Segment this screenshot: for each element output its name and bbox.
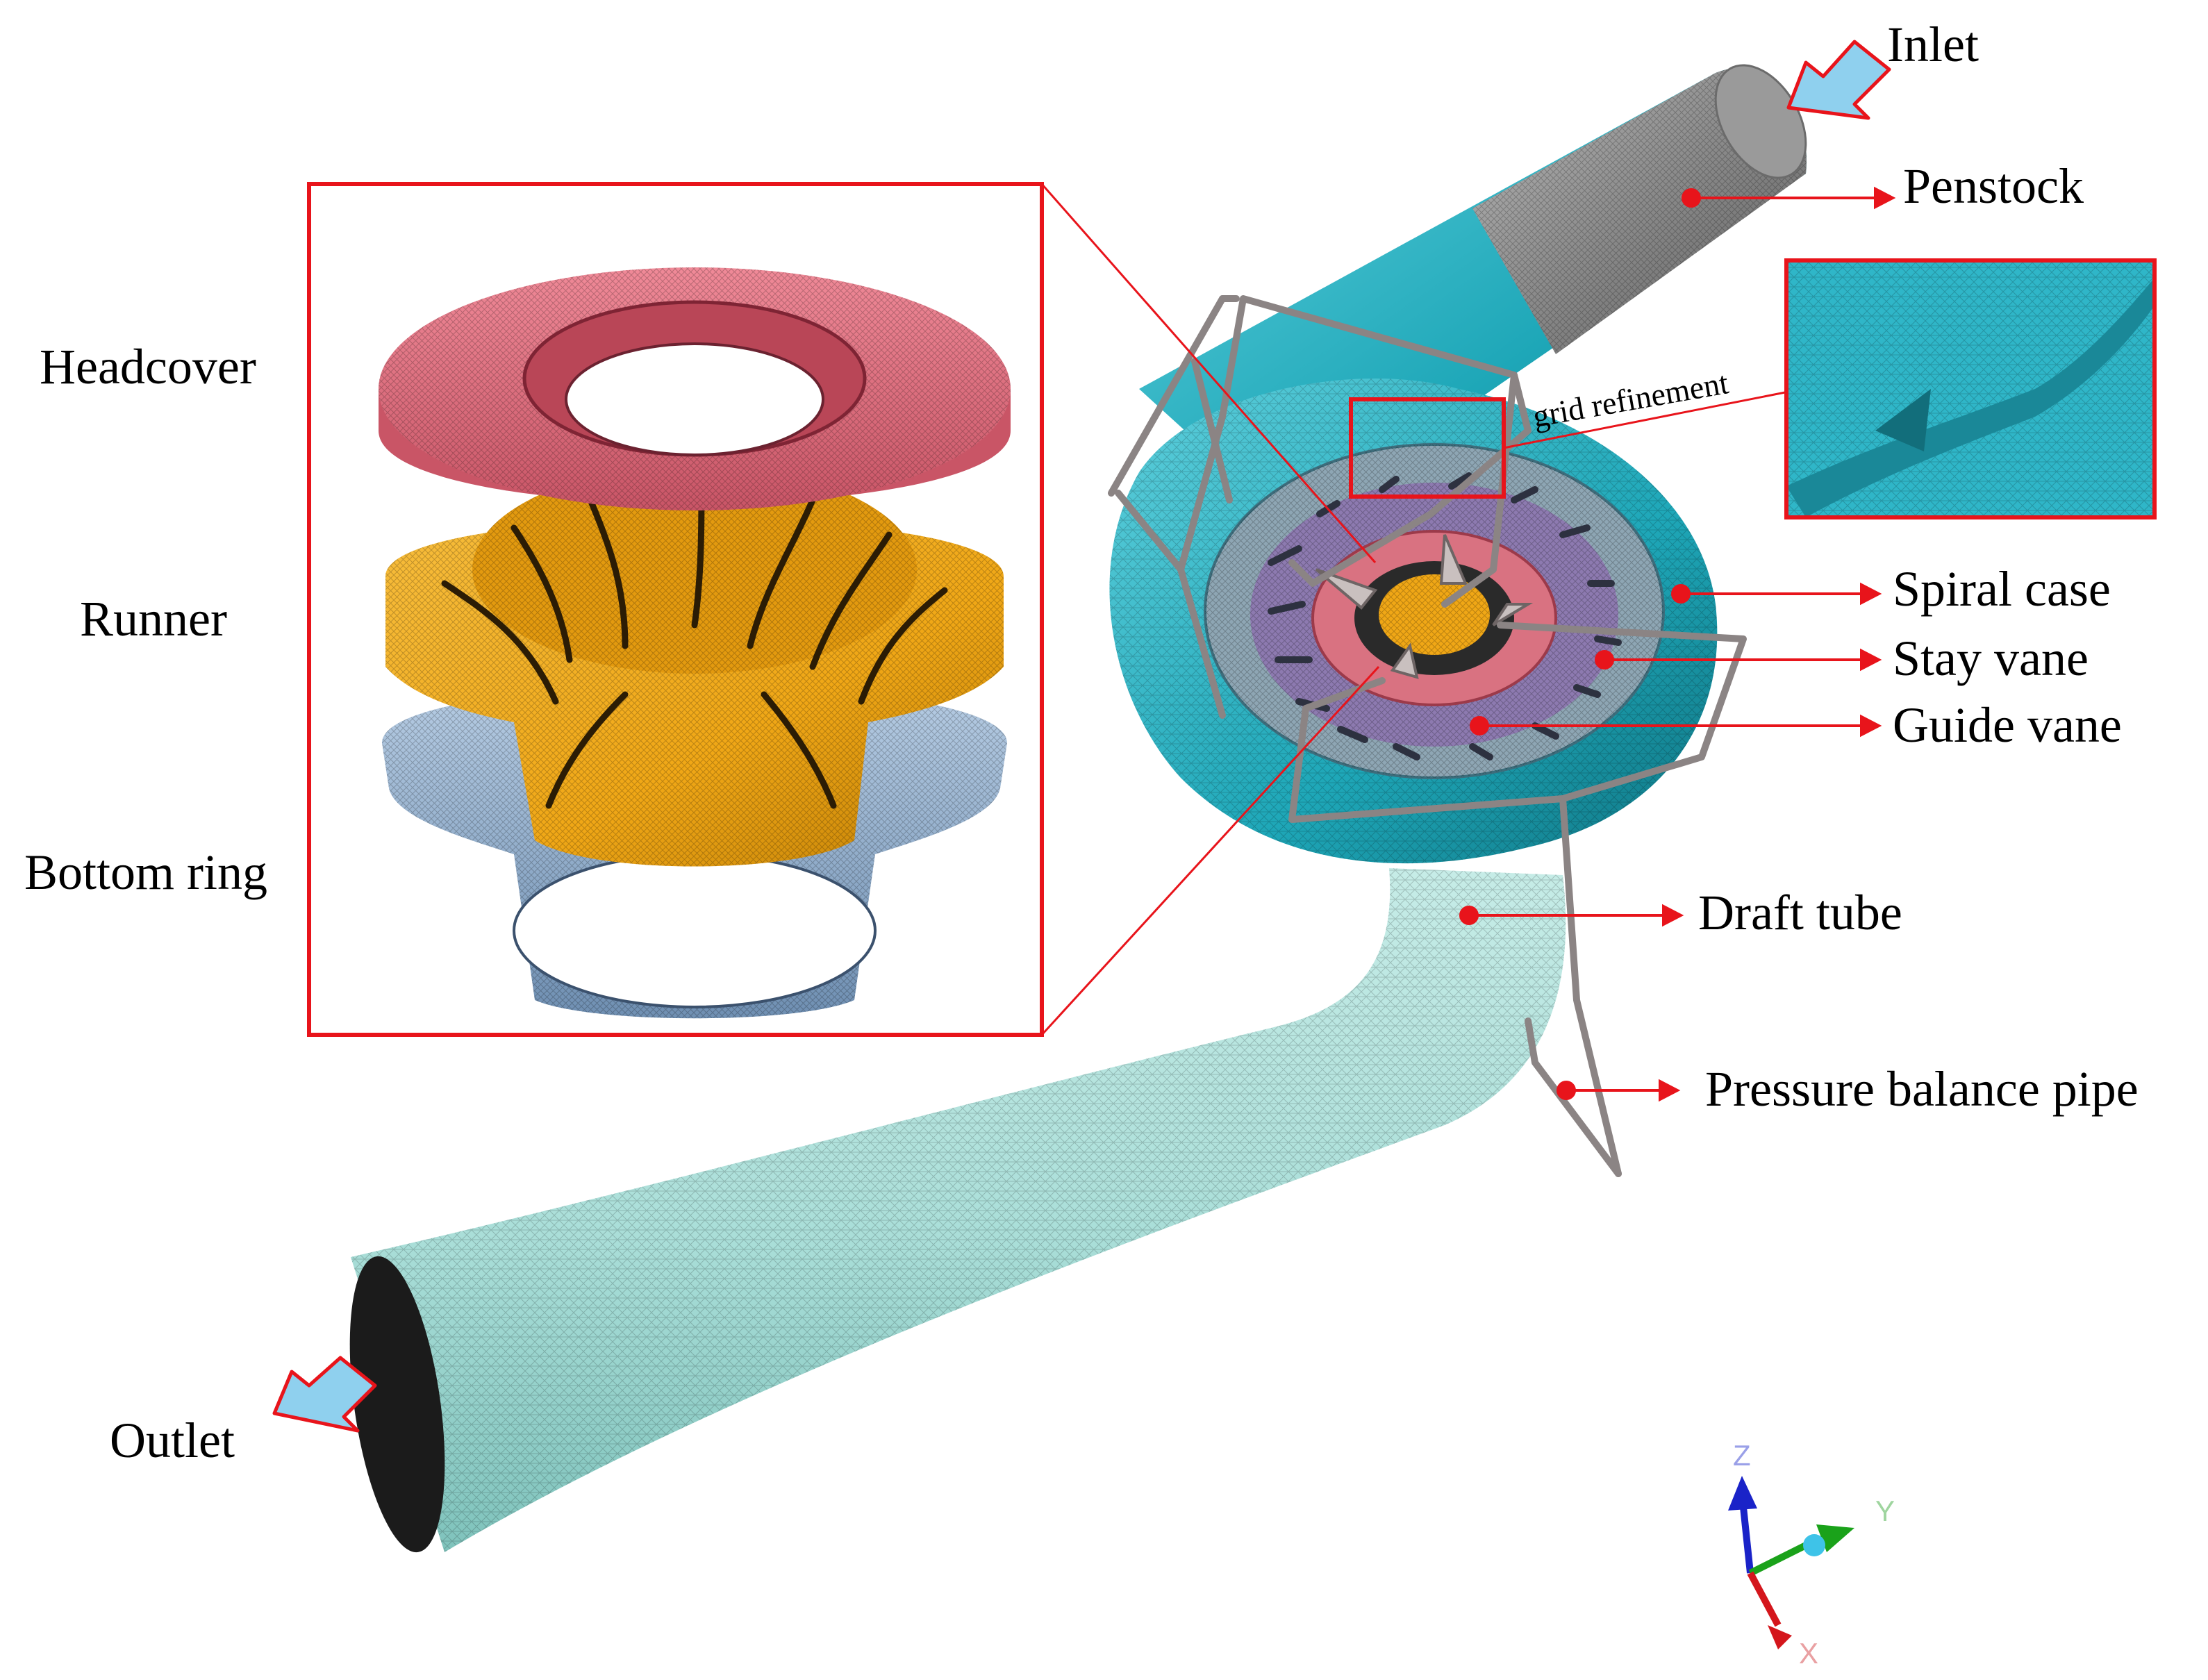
label-runner: Runner <box>80 591 227 647</box>
label-draft-tube: Draft tube <box>1698 885 1902 940</box>
z-axis-arrow-icon <box>1728 1476 1757 1511</box>
headcover-part <box>379 267 1011 510</box>
label-spiral-case: Spiral case <box>1893 561 2111 617</box>
label-inlet: Inlet <box>1887 17 1979 72</box>
label-outlet: Outlet <box>110 1413 235 1468</box>
pressure-balance-pipe <box>1108 295 1747 1177</box>
axis-label-z: Z <box>1733 1439 1751 1472</box>
draft-tube-body <box>349 868 1566 1553</box>
outlet-face <box>349 1256 445 1553</box>
inlet-arrow-icon <box>1786 40 1891 120</box>
axis-label-y: Y <box>1875 1495 1895 1527</box>
spiral-case-body <box>1109 379 1718 864</box>
label-headcover: Headcover <box>40 339 256 394</box>
label-stay-vane: Stay vane <box>1893 631 2089 686</box>
axis-triad: Z Y X <box>1728 1439 1895 1670</box>
inset-connector-bottom <box>1040 665 1380 1036</box>
label-pressure-balance-pipe: Pressure balance pipe <box>1705 1061 2139 1117</box>
y-axis-arrow-icon <box>1816 1524 1854 1552</box>
label-guide-vane: Guide vane <box>1893 697 2122 753</box>
label-penstock: Penstock <box>1903 158 2084 214</box>
callout-lines <box>1459 186 1896 1102</box>
label-bottom-ring: Bottom ring <box>24 845 267 900</box>
x-axis-arrow-icon <box>1768 1625 1792 1649</box>
axis-origin-icon <box>1803 1534 1825 1556</box>
runner-part <box>385 465 1004 867</box>
grid-refinement-connector <box>1503 391 1786 449</box>
axis-label-x: X <box>1799 1637 1818 1670</box>
grid-refinement-zoom <box>1784 258 2157 519</box>
outlet-arrow-icon <box>272 1356 377 1433</box>
inset-connector-top <box>1040 183 1377 563</box>
